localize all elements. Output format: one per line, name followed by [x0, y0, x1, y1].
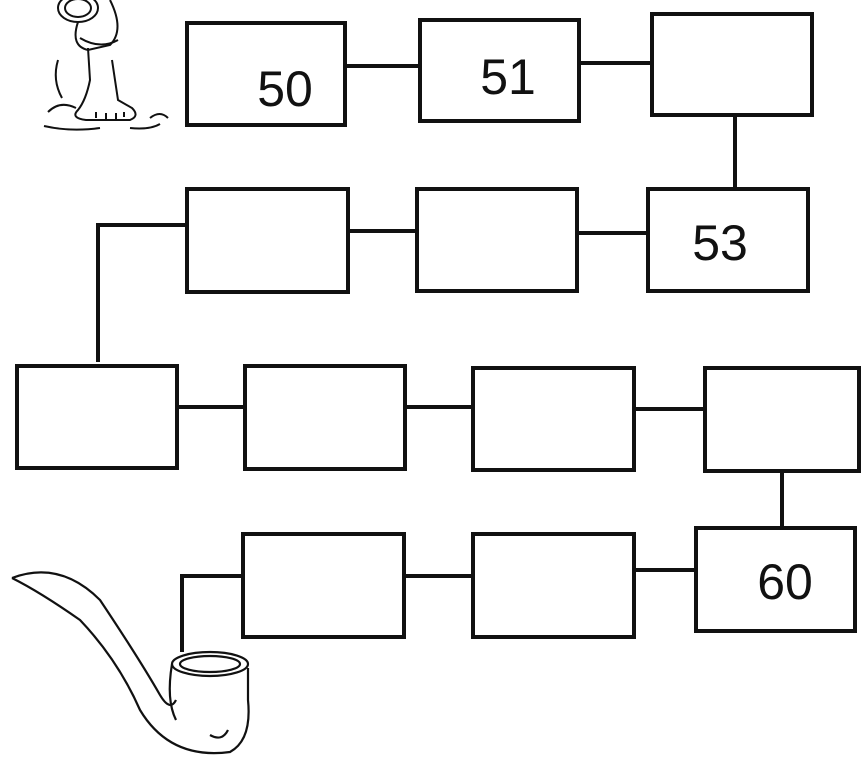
- number-box[interactable]: [694, 526, 857, 633]
- number-box[interactable]: [418, 18, 581, 123]
- number-box[interactable]: [646, 187, 810, 293]
- number-box[interactable]: [241, 532, 406, 639]
- number-box[interactable]: [471, 532, 636, 639]
- number-box-label: 50: [257, 61, 313, 117]
- number-box[interactable]: [703, 366, 861, 473]
- connector-13-pipe: [180, 574, 245, 652]
- number-box[interactable]: [415, 187, 579, 293]
- number-box[interactable]: [15, 364, 179, 470]
- number-box[interactable]: [471, 366, 636, 472]
- baby-foot-icon: [43, 0, 169, 131]
- number-box[interactable]: [185, 21, 347, 127]
- number-box-label: 51: [480, 49, 536, 105]
- number-box-label: 60: [757, 554, 813, 610]
- number-box[interactable]: [650, 12, 814, 117]
- number-box[interactable]: [243, 364, 407, 471]
- number-box-label: 53: [692, 215, 748, 271]
- smoking-pipe-icon: [11, 571, 250, 755]
- number-box[interactable]: [185, 187, 350, 294]
- connector-6-7: [96, 223, 189, 362]
